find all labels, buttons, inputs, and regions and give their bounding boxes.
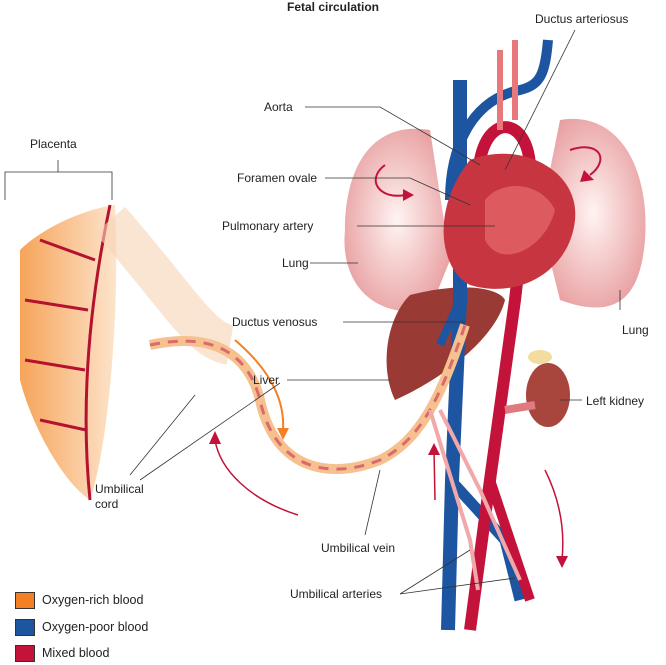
placenta xyxy=(20,205,117,500)
label-umbilical-vein: Umbilical vein xyxy=(321,541,396,555)
aortic-arch-branches xyxy=(497,40,518,130)
renal-artery xyxy=(504,401,536,414)
label-umbilical-cord-line2: cord xyxy=(95,497,119,511)
label-ductus-arteriosus: Ductus arteriosus xyxy=(535,12,629,26)
diagram-title: Fetal circulation xyxy=(286,0,380,14)
label-pulmonary-artery: Pulmonary artery xyxy=(222,219,314,233)
label-liver: Liver xyxy=(253,373,280,387)
label-foramen-ovale: Foramen ovale xyxy=(237,171,318,185)
leader-ductus-arteriosus xyxy=(504,29,576,171)
label-placenta: Placenta xyxy=(30,137,77,151)
leader-foramen-ovale xyxy=(325,177,471,206)
flow-arrow-left-lung xyxy=(374,164,414,201)
flow-arrow-oxygen-rich xyxy=(234,339,289,440)
label-aorta: Aorta xyxy=(264,100,293,114)
leader-umbilical-cord xyxy=(129,382,281,481)
placenta-bracket xyxy=(4,160,113,200)
iliac-artery xyxy=(485,478,535,602)
leader-umbilical-arteries xyxy=(399,549,516,595)
hepatic-vein xyxy=(436,298,464,347)
label-umbilical-arteries: Umbilical arteries xyxy=(290,587,383,601)
leader-lines xyxy=(4,29,621,595)
legend-label: Oxygen-rich blood xyxy=(42,593,144,607)
placenta-vessels xyxy=(24,204,112,501)
leader-aorta xyxy=(305,106,481,166)
left-kidney xyxy=(526,363,570,427)
flow-arrow-right-lung xyxy=(569,146,602,182)
umbilical-cord-twist xyxy=(149,324,467,471)
legend-label: Oxygen-poor blood xyxy=(42,620,149,634)
leader-umbilical-vein xyxy=(364,469,381,536)
right-lung xyxy=(540,118,646,308)
left-lung xyxy=(344,128,450,312)
liver xyxy=(386,287,505,400)
label-left-kidney: Left kidney xyxy=(586,394,645,408)
heart-chamber xyxy=(485,186,555,255)
label-lung-left: Lung xyxy=(282,256,309,270)
flow-arrow-return-to-placenta xyxy=(209,431,299,516)
adrenal-gland xyxy=(528,350,552,364)
label-ductus-venosus: Ductus venosus xyxy=(232,315,318,329)
label-lung-right: Lung xyxy=(622,323,649,337)
legend-label: Mixed blood xyxy=(42,646,110,660)
legend-swatch xyxy=(15,645,35,662)
placenta-cord-junction xyxy=(94,206,235,365)
legend-swatch xyxy=(15,619,35,636)
label-umbilical-cord-line1: Umbilical xyxy=(95,482,144,496)
legend-swatch xyxy=(15,592,35,609)
flow-arrow-ascending xyxy=(428,443,440,501)
umbilical-arteries-vessels xyxy=(428,409,522,591)
flow-arrow-descending xyxy=(544,469,568,568)
superior-vena-cava xyxy=(445,39,553,201)
